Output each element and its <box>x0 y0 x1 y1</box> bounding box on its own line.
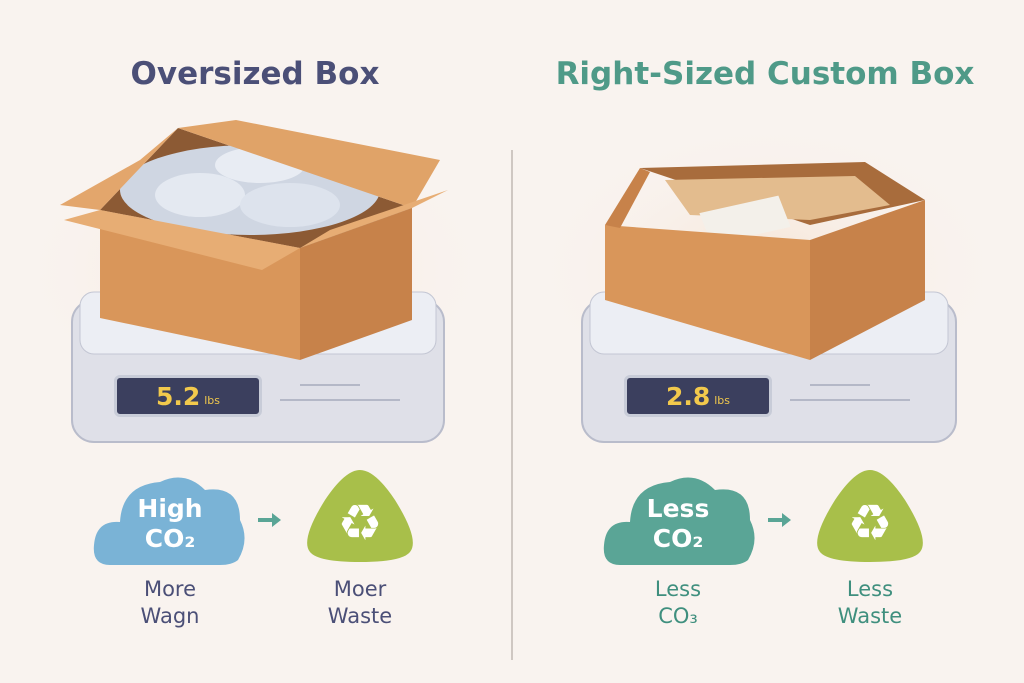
weight-value: 5.2 <box>155 381 201 411</box>
recycle-caption-left: Moer Waste <box>300 576 420 630</box>
cloud-text-left: High CO₂ <box>110 494 230 554</box>
divider <box>511 150 513 660</box>
recycle-icon-left: ♻ <box>307 470 413 562</box>
cloud-line2: CO₂ <box>652 524 704 553</box>
caption-line2: Waste <box>327 604 393 628</box>
weight-unit: lbs <box>714 393 731 407</box>
caption-line1: More <box>143 577 197 601</box>
scale-display-left: 5.2 lbs <box>114 375 262 417</box>
caption-line1: Less <box>846 577 894 601</box>
caption-line1: Moer <box>333 577 387 601</box>
cloud-line1: High <box>137 494 203 523</box>
arrow-right-icon <box>768 513 791 527</box>
cloud-less-co2-icon <box>603 477 755 565</box>
cloud-line1: Less <box>646 494 710 523</box>
scale-display-right: 2.8 lbs <box>624 375 772 417</box>
oversized-box-title: Oversized Box <box>130 56 380 92</box>
cloud-high-co2-icon <box>93 477 245 565</box>
recycle-icon-right: ♻ <box>817 470 923 562</box>
oversized-box <box>60 120 448 360</box>
caption-line2: CO₃ <box>658 604 698 628</box>
weight-value: 2.8 <box>665 381 711 411</box>
caption-line1: Less <box>654 577 702 601</box>
caption-line2: Waste <box>837 604 903 628</box>
svg-text:♻: ♻ <box>338 494 383 552</box>
right-sized-box <box>605 162 925 360</box>
weight-unit: lbs <box>204 393 221 407</box>
cloud-caption-right: Less CO₃ <box>618 576 738 630</box>
arrow-right-icon <box>258 513 281 527</box>
svg-text:♻: ♻ <box>848 494 893 552</box>
cloud-line2: CO₂ <box>144 524 196 553</box>
caption-line2: Wagn <box>140 604 200 628</box>
right-sized-box-title: Right-Sized Custom Box <box>555 56 975 92</box>
cloud-caption-left: More Wagn <box>110 576 230 630</box>
recycle-caption-right: Less Waste <box>810 576 930 630</box>
cloud-text-right: Less CO₂ <box>618 494 738 554</box>
